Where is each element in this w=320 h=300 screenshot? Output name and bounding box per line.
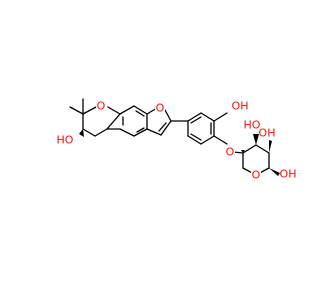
atom-label-ho-sugar: HO <box>244 119 261 132</box>
bond <box>133 105 148 115</box>
atom-label-sugar-ring-oxygen: O <box>252 169 261 182</box>
bond <box>242 144 257 154</box>
bond <box>255 144 270 154</box>
atom-label-chromane-oxygen: O <box>97 100 106 113</box>
bond <box>106 113 121 130</box>
bonds <box>69 98 270 176</box>
atom-label-oh-sugar: OH <box>280 168 297 181</box>
chemical-structure: OH O O HO OH OH O O HO <box>56 98 296 182</box>
atom-label-glycosidic-oxygen: O <box>226 146 235 159</box>
wedge-bond <box>269 140 272 153</box>
wedge-bond <box>269 168 280 176</box>
bond <box>213 112 228 122</box>
bond <box>200 112 215 122</box>
bond <box>160 120 172 136</box>
bond <box>158 122 167 132</box>
wedge-bond <box>253 134 259 145</box>
bond <box>135 110 145 117</box>
bond <box>187 135 202 145</box>
atom-label-furan-oxygen: O <box>156 102 165 115</box>
atom-labels: OH O O HO OH OH O O HO <box>56 100 296 182</box>
bond <box>82 128 96 137</box>
bond <box>133 128 148 137</box>
stereo-wedges <box>79 129 280 176</box>
bond <box>190 133 202 141</box>
bond <box>107 106 121 115</box>
bond <box>146 128 162 136</box>
bond <box>187 112 202 122</box>
bond <box>200 135 215 145</box>
bond <box>164 109 172 122</box>
atom-label-oh-phenol: OH <box>232 100 249 113</box>
bond <box>94 128 108 137</box>
bond <box>69 106 84 115</box>
bond <box>213 135 228 145</box>
bond <box>190 116 202 124</box>
bond <box>82 106 97 115</box>
wedge-bond <box>241 150 245 153</box>
bond <box>136 127 145 133</box>
atom-label-oh-sugar: OH <box>259 127 276 140</box>
wedge-bond <box>79 129 84 137</box>
bond <box>119 105 135 115</box>
atom-label-ho-chromane: HO <box>57 134 74 147</box>
bond <box>119 128 135 137</box>
